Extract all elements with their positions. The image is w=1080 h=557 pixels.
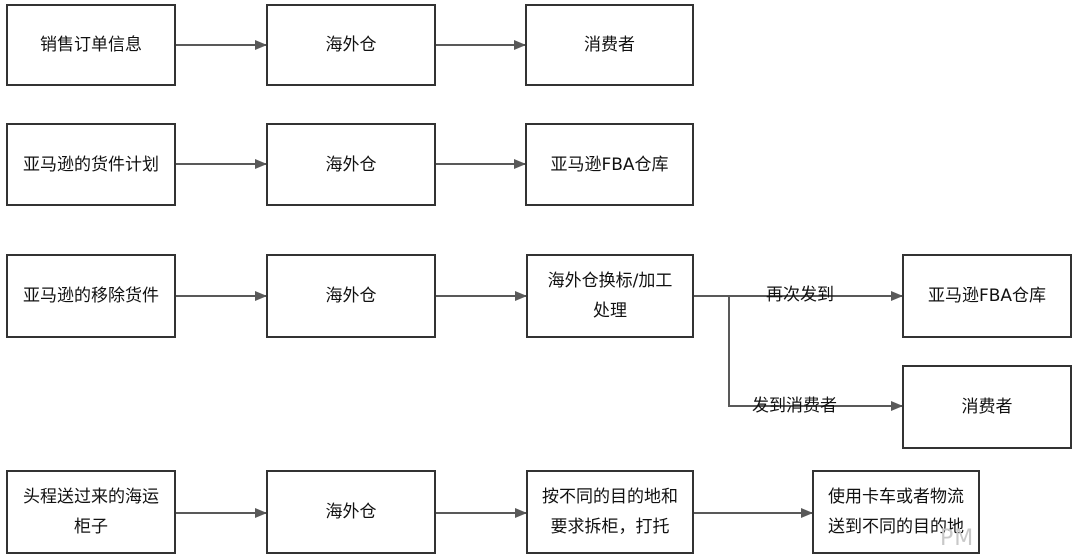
watermark: PM	[940, 526, 975, 551]
node-row2-source: 亚马逊的货件计划	[6, 123, 176, 206]
edge-label-resend: 再次发到	[766, 285, 834, 305]
node-row2-fba: 亚马逊FBA仓库	[525, 123, 694, 206]
node-row3-consumer: 消费者	[902, 365, 1072, 449]
node-row2-warehouse: 海外仓	[266, 123, 436, 206]
node-row1-warehouse: 海外仓	[266, 4, 436, 86]
edge-label-to-consumer: 发到消费者	[752, 396, 837, 416]
node-row3-process: 海外仓换标/加工 处理	[526, 254, 694, 338]
arrow-row3-process-to-consumer	[728, 296, 903, 411]
node-row4-process: 按不同的目的地和 要求拆柜，打托	[526, 470, 694, 554]
node-row4-delivery: 使用卡车或者物流 送到不同的目的地	[812, 470, 980, 554]
node-row1-source: 销售订单信息	[6, 4, 176, 86]
node-row3-fba: 亚马逊FBA仓库	[902, 254, 1072, 338]
node-row3-warehouse: 海外仓	[266, 254, 436, 338]
node-row4-source: 头程送过来的海运 柜子	[6, 470, 176, 554]
node-row1-consumer: 消费者	[525, 4, 694, 86]
node-row3-source: 亚马逊的移除货件	[6, 254, 176, 338]
node-row4-warehouse: 海外仓	[266, 470, 436, 554]
